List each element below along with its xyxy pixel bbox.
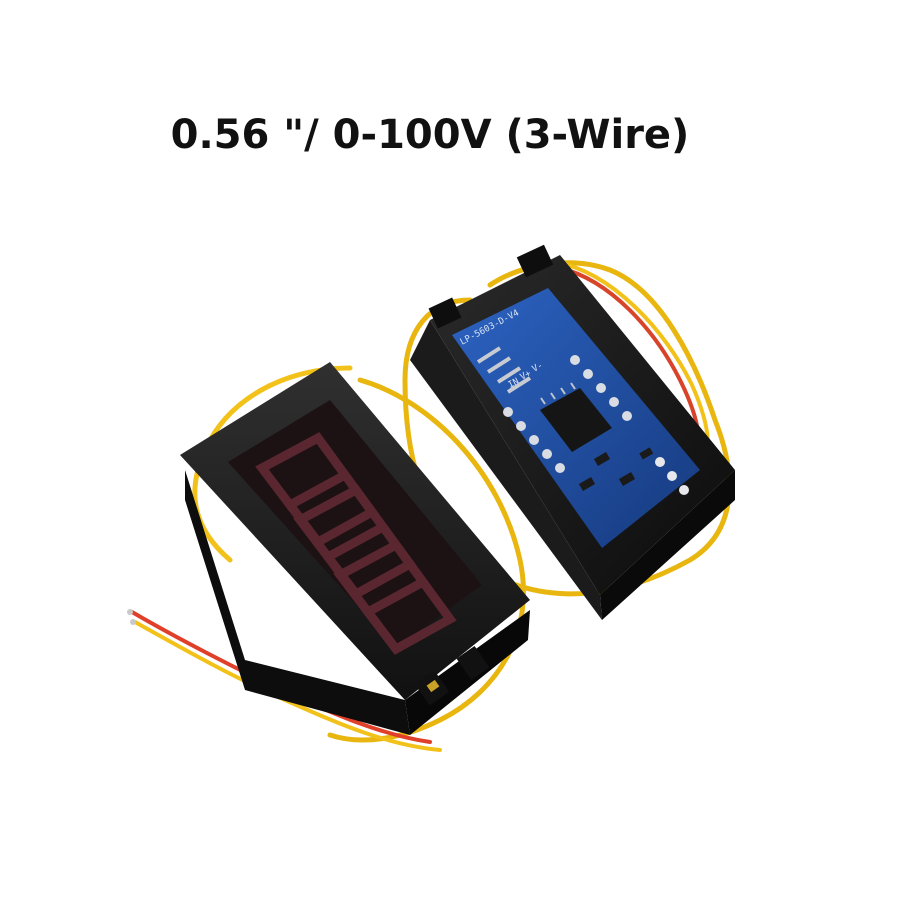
front-case-side [185,470,410,735]
front-module [180,362,530,735]
pin-label-vminus: V- [531,361,545,375]
wire-pads [655,457,689,495]
digit-3-lower [363,577,457,655]
ic-chip [540,388,612,452]
wire-tip [127,609,133,615]
product-title: 0.56 "/ 0-100V (3-Wire) [170,112,690,158]
seven-segment-digits [255,432,457,655]
resistor-array [476,346,532,394]
wire-tip-2 [130,619,136,625]
rear-case-front [410,320,602,620]
header-pins [503,355,632,473]
smd-components [578,447,654,491]
trim-pot [426,679,440,693]
yellow-wire-loop [402,260,732,597]
rear-case-side [600,470,735,620]
mount-clip-2 [428,297,462,329]
rear-module: LP-5603-D-V4 IN V+ V- [410,244,735,620]
ic-pins [540,382,576,405]
mount-clip [516,244,554,278]
bottom-clip [456,646,490,680]
